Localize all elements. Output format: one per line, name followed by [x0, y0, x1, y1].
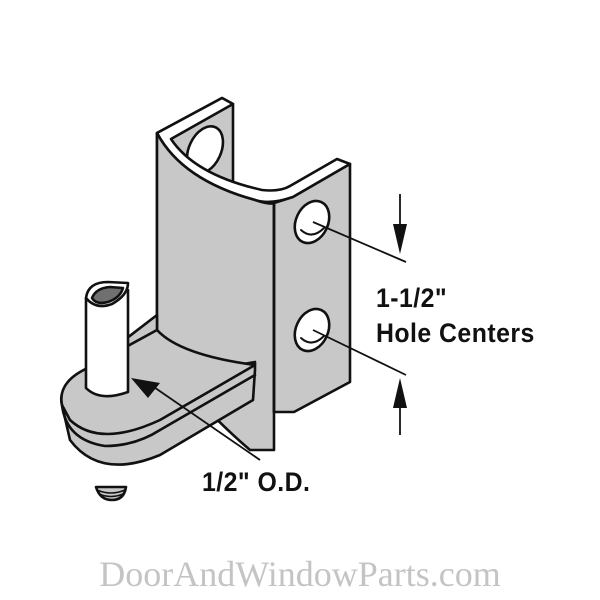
- pivot-pin: [84, 288, 130, 398]
- od-arrow-head: [131, 378, 160, 398]
- watermark: DoorAndWindowParts.com: [99, 554, 501, 594]
- upper-leader-line: [312, 221, 407, 263]
- pin-diameter-label: 1/2" O.D.: [202, 467, 311, 497]
- pin-insert: [90, 285, 125, 305]
- dim-arrow-top-head: [393, 224, 407, 254]
- od-leader-line: [147, 382, 261, 461]
- hole-spacing-value: 1-1/2": [376, 283, 448, 313]
- threaded-stud: [94, 485, 128, 502]
- hole-spacing-label: Hole Centers: [376, 318, 535, 348]
- dim-arrow-bottom-head: [393, 378, 407, 408]
- lower-leader-line: [312, 329, 407, 376]
